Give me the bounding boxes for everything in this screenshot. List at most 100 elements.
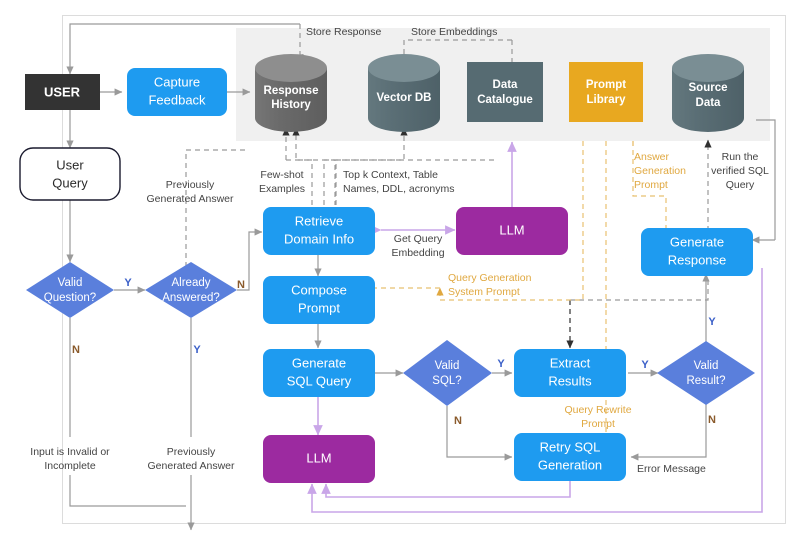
label-run-verified-3: Query <box>726 179 755 191</box>
generate-response-label-2: Response <box>668 252 727 267</box>
edge-already-no <box>237 228 263 291</box>
label-few-shot-1: Few-shot <box>260 169 303 181</box>
extract-results-node[interactable]: Extract Results <box>514 349 626 397</box>
edge-store-embeddings-line <box>400 39 512 63</box>
capture-feedback-label-2: Feedback <box>148 92 206 107</box>
label-yes-already-answered: Y <box>193 344 201 356</box>
label-answer-gen-prompt-1: Answer <box>634 151 670 163</box>
source-data-label-2: Data <box>696 97 722 109</box>
valid-question-node[interactable]: Valid Question? <box>26 262 114 318</box>
prompt-library-label-2: Library <box>587 94 627 106</box>
edge-label-layer: Store Response Store Embeddings Few-shot… <box>30 26 769 475</box>
edge-retry-to-llm <box>321 481 571 498</box>
retry-sql-generation-label-2: Generation <box>538 457 602 472</box>
label-answer-gen-prompt-2: Generation <box>634 165 686 177</box>
label-query-rewrite-2: Prompt <box>581 418 615 430</box>
label-prev-answer-left-1: Previously <box>166 179 215 191</box>
llm-sql-node[interactable]: LLM <box>263 435 375 483</box>
label-get-query-embedding-1: Get Query <box>394 233 443 245</box>
valid-question-label-1: Valid <box>58 277 83 289</box>
edge-fewshot <box>292 127 313 205</box>
prompt-library-node[interactable]: Prompt Library <box>569 62 643 122</box>
label-get-query-embedding-2: Embedding <box>391 247 444 259</box>
valid-result-node[interactable]: Valid Result? <box>657 341 755 405</box>
label-store-response: Store Response <box>306 26 381 38</box>
edge-prev-answer-left <box>182 149 245 291</box>
edge-response-purple-rail <box>307 268 763 513</box>
label-topk-2: Names, DDL, acronyms <box>343 183 454 195</box>
label-no-valid-question: N <box>72 344 80 356</box>
retrieve-domain-info-label-2: Domain Info <box>284 231 354 246</box>
retry-sql-generation-node[interactable]: Retry SQL Generation <box>514 433 626 481</box>
data-catalogue-node[interactable]: Data Catalogue <box>467 62 543 122</box>
edge-query-gen-prompt <box>436 141 584 301</box>
compose-prompt-node[interactable]: Compose Prompt <box>263 276 375 324</box>
response-history-label-1: Response <box>264 85 319 97</box>
edge-top-rail-to-user <box>66 23 300 75</box>
edge-validsql-no <box>446 406 513 461</box>
vector-db-node[interactable]: Vector DB <box>368 54 440 132</box>
valid-sql-node[interactable]: Valid SQL? <box>403 340 492 406</box>
vector-db-label-1: Vector DB <box>377 92 432 104</box>
data-catalogue-label-1: Data <box>493 79 519 91</box>
label-yes-valid-question: Y <box>124 277 132 289</box>
generate-response-label-1: Generate <box>670 234 724 249</box>
capture-feedback-node[interactable]: Capture Feedback <box>127 68 227 116</box>
edge-run-verified-sql-stem <box>570 139 712 301</box>
compose-prompt-label-1: Compose <box>291 282 347 297</box>
label-no-already-answered: N <box>237 279 245 291</box>
label-topk-1: Top k Context, Table <box>343 169 438 181</box>
valid-sql-label-2: SQL? <box>432 375 461 387</box>
label-input-invalid-1: Input is Invalid or <box>30 446 110 458</box>
edge-layer <box>66 23 776 531</box>
llm-embedding-label: LLM <box>499 222 524 237</box>
llm-embedding-node[interactable]: LLM <box>456 207 568 255</box>
prompt-library-label-1: Prompt <box>586 79 626 91</box>
already-answered-label-1: Already <box>172 277 211 289</box>
label-error-message: Error Message <box>637 463 706 475</box>
already-answered-label-2: Answered? <box>162 292 220 304</box>
llm-sql-label: LLM <box>306 450 331 465</box>
label-query-rewrite-1: Query Rewrite <box>564 404 631 416</box>
already-answered-node[interactable]: Already Answered? <box>145 262 237 318</box>
response-history-label-2: History <box>271 99 311 111</box>
label-prev-answer-mid-1: Previously <box>167 446 216 458</box>
valid-sql-label-1: Valid <box>435 360 460 372</box>
user-node[interactable]: USER <box>25 74 100 110</box>
label-no-valid-result: N <box>708 414 716 426</box>
edge-validq-no-bottom <box>69 475 186 507</box>
label-run-verified-1: Run the <box>722 151 759 163</box>
source-data-node[interactable]: Source Data <box>672 54 744 132</box>
edge-gray-into-response-stem <box>756 119 776 240</box>
valid-result-label-2: Result? <box>687 375 726 387</box>
retrieve-domain-info-node[interactable]: Retrieve Domain Info <box>263 207 375 255</box>
label-yes-valid-result-up: Y <box>708 316 716 328</box>
label-input-invalid-2: Incomplete <box>44 460 96 472</box>
generate-response-node[interactable]: Generate Response <box>641 228 753 276</box>
edge-catalogue-rail <box>335 159 497 205</box>
label-store-embeddings: Store Embeddings <box>411 26 497 38</box>
retry-sql-generation-label-1: Retry SQL <box>540 439 601 454</box>
extract-results-label-2: Results <box>548 373 592 388</box>
source-data-label-1: Source <box>689 82 728 94</box>
label-yes-valid-result: Y <box>641 359 649 371</box>
edge-validresult-no <box>630 404 707 461</box>
label-few-shot-2: Examples <box>259 183 305 195</box>
valid-result-label-1: Valid <box>694 360 719 372</box>
user-label: USER <box>44 84 81 99</box>
label-run-verified-2: verified SQL <box>711 165 769 177</box>
label-query-gen-prompt-1: Query Generation <box>448 272 532 284</box>
label-prev-answer-mid-2: Generated Answer <box>148 460 235 472</box>
user-query-node[interactable]: User Query <box>19 147 121 201</box>
label-no-valid-sql: N <box>454 415 462 427</box>
valid-question-label-2: Question? <box>44 292 96 304</box>
compose-prompt-label-2: Prompt <box>298 300 340 315</box>
user-query-label-2: Query <box>52 175 88 190</box>
response-history-node[interactable]: Response History <box>255 54 327 132</box>
capture-feedback-label-1: Capture <box>154 74 200 89</box>
label-yes-valid-sql: Y <box>497 358 505 370</box>
generate-sql-query-label-2: SQL Query <box>287 373 352 388</box>
generate-sql-query-label-1: Generate <box>292 355 346 370</box>
generate-sql-query-node[interactable]: Generate SQL Query <box>263 349 375 397</box>
